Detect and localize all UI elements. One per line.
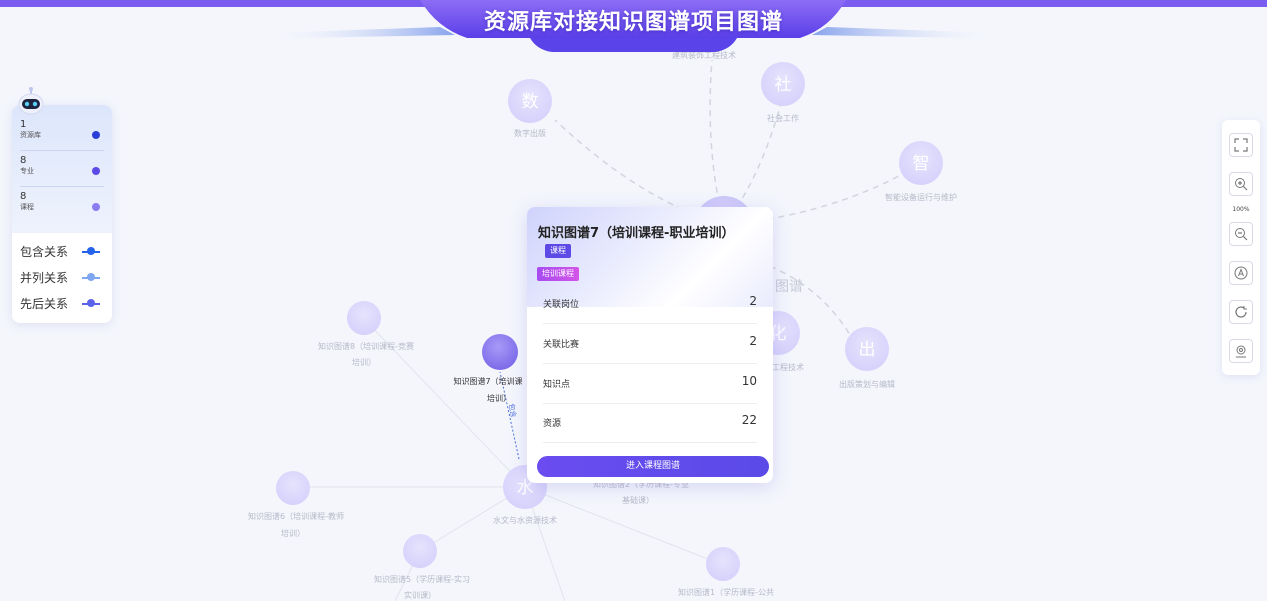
page-title: 资源库对接知识图谱项目图谱 [483,10,783,35]
svg-text:培训）: 培训） [352,357,376,367]
popup-row-resources: 资源 22 [543,403,757,443]
svg-text:培训）: 培训） [281,528,305,538]
popup-row-knowledge-points: 知识点 10 [543,364,757,404]
graph-toolbar: 100% [1222,120,1260,375]
edge [554,119,725,226]
edge [524,486,724,566]
legend-dot-course [92,203,100,211]
legend-dot-major [92,167,100,175]
legend-relation-sequence: 先后关系 [20,295,108,311]
svg-text:知识图谱6（培训课程-教师: 知识图谱6（培训课程-教师 [248,511,344,521]
relation-dot-icon [87,299,95,307]
svg-text:实训课）: 实训课） [404,590,436,600]
svg-text:数: 数 [522,92,539,112]
hub-label: 图谱 [775,279,803,295]
svg-text:出: 出 [859,340,876,360]
svg-text:工程技术: 工程技术 [772,362,804,372]
page-header: 资源库对接知识图谱项目图谱 [0,0,1267,60]
node-detail-popup: 知识图谱7（培训课程-职业培训） 课程 培训课程 关联岗位 2 关联比赛 2 知… [527,207,773,483]
fullscreen-icon[interactable] [1229,133,1253,157]
zoom-out-icon[interactable] [1229,222,1253,246]
graph-node-智[interactable]: 智 智能设备运行与维护 [885,141,957,202]
edge-label: 包含 [507,403,518,418]
svg-text:知识图谱8（培训课程-竞赛: 知识图谱8（培训课程-竞赛 [318,341,414,351]
svg-text:知识图谱7（培训课: 知识图谱7（培训课 [453,376,522,386]
graph-node-kg5[interactable]: 知识图谱5（学历课程-实习 实训课） [374,534,470,600]
graph-node-kg1[interactable]: 知识图谱1（学历课程-公共 [678,547,774,597]
svg-text:智: 智 [913,154,930,174]
stat-major: 8 专业 [20,155,104,176]
zoom-in-icon[interactable] [1229,172,1253,196]
stat-resource-library: 1 资源库 [20,119,104,140]
legend-panel: 1 资源库 8 专业 8 课程 包含关系 并列关系 先后关系 [12,105,112,323]
graph-node-出[interactable]: 出 出版策划与编辑 [839,327,895,389]
enter-course-graph-button[interactable]: 进入课程图谱 [537,456,769,477]
robot-mascot-icon [18,87,44,115]
svg-text:社: 社 [775,75,792,95]
text-label-icon[interactable] [1229,261,1253,285]
legend-relation-parallel: 并列关系 [20,269,108,285]
popup-title: 知识图谱7（培训课程-职业培训） [538,226,735,241]
edge [364,319,526,488]
svg-text:水: 水 [517,478,534,498]
graph-node-kg2[interactable]: 知识图谱2（学历课程-专业 基础课） [593,479,689,505]
svg-text:社会工作: 社会工作 [767,113,799,123]
svg-text:出版策划与编辑: 出版策划与编辑 [839,379,895,389]
popup-row-related-competitions: 关联比赛 2 [543,324,757,364]
svg-text:智能设备运行与维护: 智能设备运行与维护 [885,192,957,202]
svg-text:化: 化 [770,324,787,344]
node-label: 建筑装饰工程技术 [672,50,736,60]
graph-node-社[interactable]: 社 社会工作 [761,62,805,123]
popup-row-related-positions: 关联岗位 2 [543,284,757,324]
graph-node-kg8[interactable]: 知识图谱8（培训课程-竞赛 培训） [318,301,414,367]
legend-relation-contains: 包含关系 [20,243,108,259]
edge [709,59,725,226]
svg-text:知识图谱5（学历课程-实习: 知识图谱5（学历课程-实习 [374,574,470,584]
svg-text:水文与水资源技术: 水文与水资源技术 [493,515,557,525]
relation-dot-icon [87,273,95,281]
category-badge: 培训课程 [537,267,579,281]
svg-text:知识图谱2（学历课程-专业: 知识图谱2（学历课程-专业 [593,479,689,489]
header-banner [0,0,1267,52]
relation-dot-icon [87,247,95,255]
zoom-level: 100% [1232,206,1250,213]
graph-node-kg7-active[interactable]: 知识图谱7（培训课 培训） [453,334,523,403]
locate-icon[interactable] [1229,339,1253,363]
type-badge: 课程 [545,244,571,258]
graph-node-kg6[interactable]: 知识图谱6（培训课程-教师 培训） [248,471,344,538]
svg-text:知识图谱1（学历课程-公共: 知识图谱1（学历课程-公共 [678,587,774,597]
svg-text:基础课）: 基础课） [622,495,654,505]
refresh-icon[interactable] [1229,300,1253,324]
edge-contains [499,371,520,460]
stat-course: 8 课程 [20,191,104,212]
graph-node-数[interactable]: 数 数字出版 [508,79,552,138]
svg-text:数字出版: 数字出版 [514,128,546,138]
legend-dot-resource [92,131,100,139]
svg-text:培训）: 培训） [487,393,511,403]
